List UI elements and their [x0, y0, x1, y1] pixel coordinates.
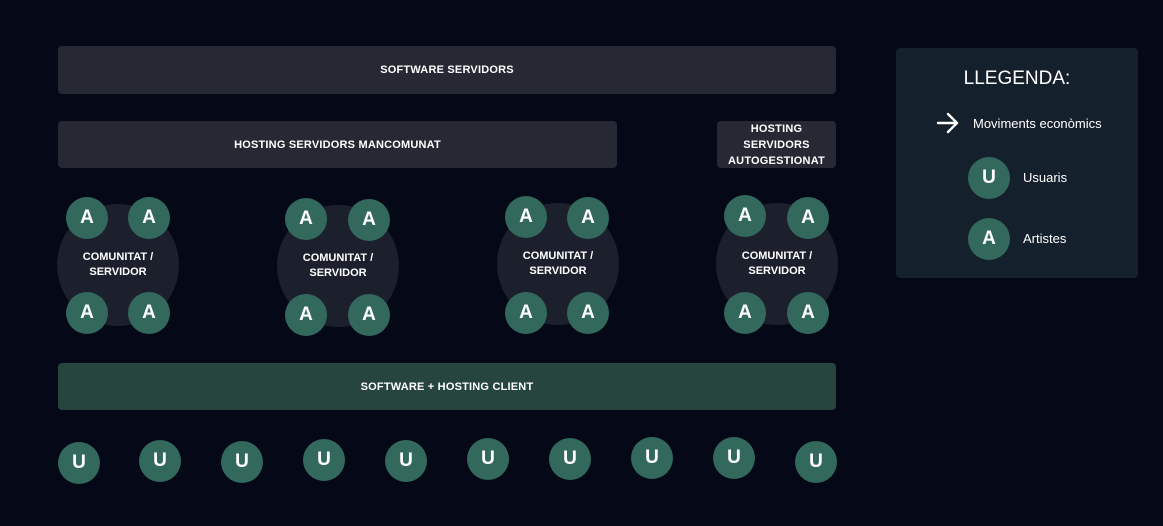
legend-row-artists: Artistes — [896, 218, 1138, 260]
user-node: U — [221, 441, 263, 483]
community-4: COMUNITAT / SERVIDOR A A A A — [716, 195, 838, 334]
legend-artist-node: A — [968, 218, 1010, 260]
community-label-line2: SERVIDOR — [89, 266, 147, 278]
artist-node: A — [348, 294, 390, 336]
artist-node: A — [66, 292, 108, 334]
community-label: COMUNITAT / SERVIDOR — [497, 249, 619, 279]
user-node: U — [631, 437, 673, 479]
artist-node: A — [285, 198, 327, 240]
community-label: COMUNITAT / SERVIDOR — [716, 249, 838, 279]
legend-users-label: Usuaris — [1023, 170, 1068, 185]
community-1: COMUNITAT / SERVIDOR A A A A — [57, 197, 179, 334]
legend-user-node: U — [968, 157, 1010, 199]
software-hosting-client-label: SOFTWARE + HOSTING CLIENT — [360, 380, 534, 393]
legend-artists-label: Artistes — [1023, 231, 1067, 246]
hosting-self-managed-bar: HOSTING SERVIDORS AUTOGESTIONAT — [717, 121, 836, 168]
hosting-self-label-line2: AUTOGESTIONAT — [728, 154, 825, 167]
artist-node: A — [505, 292, 547, 334]
hosting-shared-bar: HOSTING SERVIDORS MANCOMUNAT — [58, 121, 617, 168]
community-2: COMUNITAT / SERVIDOR A A A A — [277, 198, 399, 336]
artist-node: A — [128, 197, 170, 239]
artist-node: A — [724, 292, 766, 334]
user-node: U — [303, 439, 345, 481]
artist-node: A — [787, 197, 829, 239]
user-node: U — [467, 438, 509, 480]
community-label-line1: COMUNITAT / — [522, 250, 594, 262]
artist-node: A — [724, 195, 766, 237]
community-3: COMUNITAT / SERVIDOR A A A A — [497, 196, 619, 334]
legend-row-users: Usuaris — [896, 157, 1138, 199]
artist-node: A — [66, 197, 108, 239]
legend-panel: LLEGENDA: Moviments econòmics U Usuaris … — [896, 48, 1138, 278]
software-servers-label: SOFTWARE SERVIDORS — [380, 64, 514, 76]
user-node: U — [139, 440, 181, 482]
artist-node: A — [348, 199, 390, 241]
artist-node: A — [787, 292, 829, 334]
software-servers-bar: SOFTWARE SERVIDORS — [58, 46, 836, 94]
legend-title: LLEGENDA: — [963, 68, 1071, 89]
user-node: U — [385, 440, 427, 482]
community-label-line1: COMUNITAT / — [82, 251, 154, 263]
arrow-right-icon — [936, 112, 959, 134]
artist-node: A — [505, 196, 547, 238]
artist-node: A — [567, 197, 609, 239]
community-label-line2: SERVIDOR — [309, 267, 367, 279]
artist-node: A — [285, 294, 327, 336]
artist-node: A — [128, 292, 170, 334]
community-label-line1: COMUNITAT / — [741, 250, 813, 262]
software-hosting-client-bar: SOFTWARE + HOSTING CLIENT — [58, 363, 836, 410]
community-label-line2: SERVIDOR — [748, 265, 806, 277]
community-label-line1: COMUNITAT / — [302, 252, 374, 264]
user-node: U — [795, 441, 837, 483]
artist-node: A — [567, 292, 609, 334]
hosting-shared-label: HOSTING SERVIDORS MANCOMUNAT — [234, 138, 441, 151]
hosting-self-label-line1: HOSTING SERVIDORS — [743, 122, 810, 151]
user-node: U — [549, 438, 591, 480]
community-label-line2: SERVIDOR — [529, 265, 587, 277]
legend-economic-label: Moviments econòmics — [973, 116, 1102, 131]
user-node: U — [58, 442, 100, 484]
user-node: U — [713, 437, 755, 479]
community-label: COMUNITAT / SERVIDOR — [277, 251, 399, 281]
legend-row-economic: Moviments econòmics — [896, 108, 1138, 150]
community-label: COMUNITAT / SERVIDOR — [57, 250, 179, 280]
